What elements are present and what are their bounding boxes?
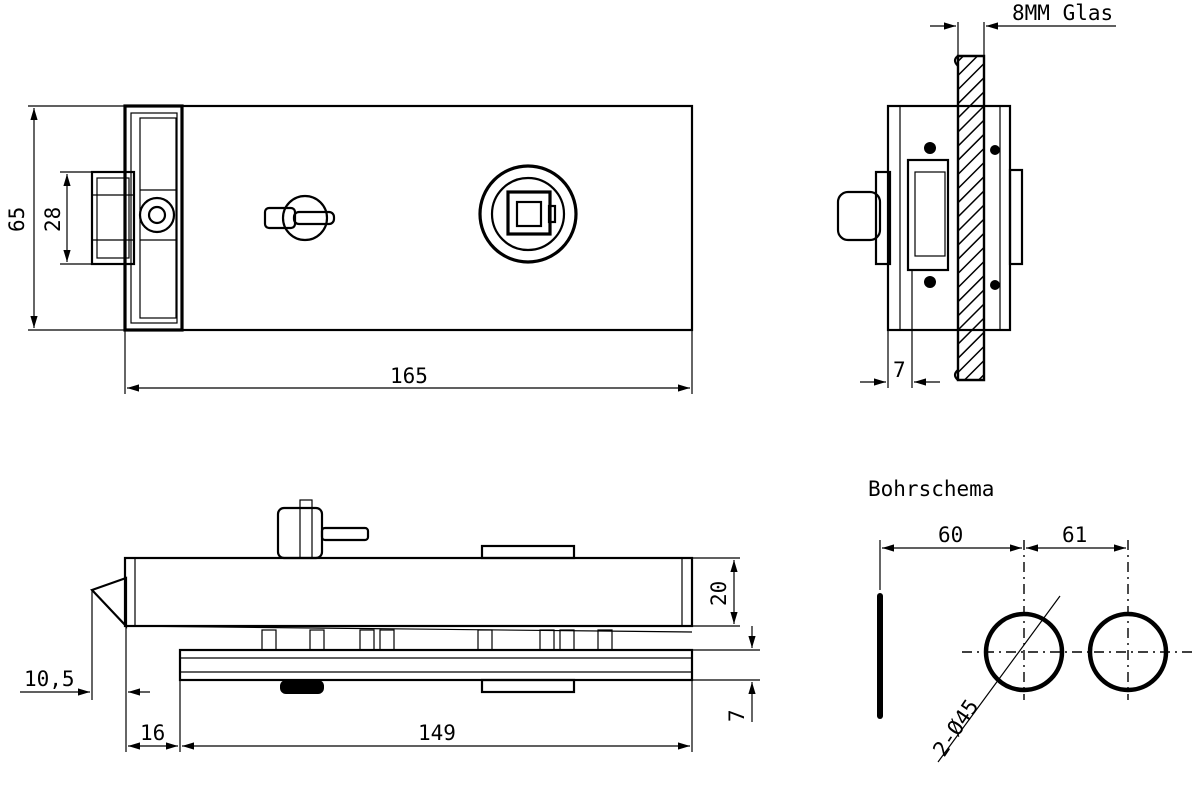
bottom-glass-plate bbox=[178, 648, 694, 682]
side-view: 8MM Glas 7 bbox=[836, 1, 1116, 388]
dim-65: 65 bbox=[5, 207, 29, 232]
dim-60: 60 bbox=[938, 523, 963, 547]
drilling-scheme: Bohrschema 60 61 2-Ø45 bbox=[868, 477, 1192, 763]
dim-61: 61 bbox=[1062, 523, 1087, 547]
bottom-view: 20 7 10,5 16 149 bbox=[20, 499, 760, 752]
dim-165: 165 bbox=[390, 364, 428, 388]
drill-hole-left bbox=[983, 611, 1065, 693]
glass-thickness-label: 8MM Glas bbox=[1012, 1, 1113, 25]
dim-16: 16 bbox=[140, 721, 165, 745]
front-clamp-plate bbox=[123, 104, 184, 332]
spacer-pins bbox=[261, 629, 613, 651]
front-clamp-screw bbox=[138, 196, 176, 234]
hole-note: 2-Ø45 bbox=[928, 695, 983, 761]
bottom-body bbox=[123, 556, 694, 628]
drill-hole-right bbox=[1087, 611, 1169, 693]
dim-7-side: 7 bbox=[893, 358, 906, 382]
dim-149: 149 bbox=[418, 721, 456, 745]
spindle-hole-icon bbox=[478, 164, 578, 264]
dim-28: 28 bbox=[41, 207, 65, 232]
dim-10-5: 10,5 bbox=[24, 667, 75, 691]
front-latch-block bbox=[90, 170, 136, 266]
front-view: 65 28 165 bbox=[5, 104, 694, 394]
glass-pane bbox=[956, 54, 986, 382]
dim-20: 20 bbox=[707, 581, 731, 606]
front-body bbox=[123, 104, 694, 332]
dim-7-bottom: 7 bbox=[725, 709, 749, 722]
side-knob bbox=[836, 190, 882, 242]
thumb-turn-icon bbox=[263, 194, 336, 242]
drilling-scheme-title: Bohrschema bbox=[868, 477, 994, 501]
